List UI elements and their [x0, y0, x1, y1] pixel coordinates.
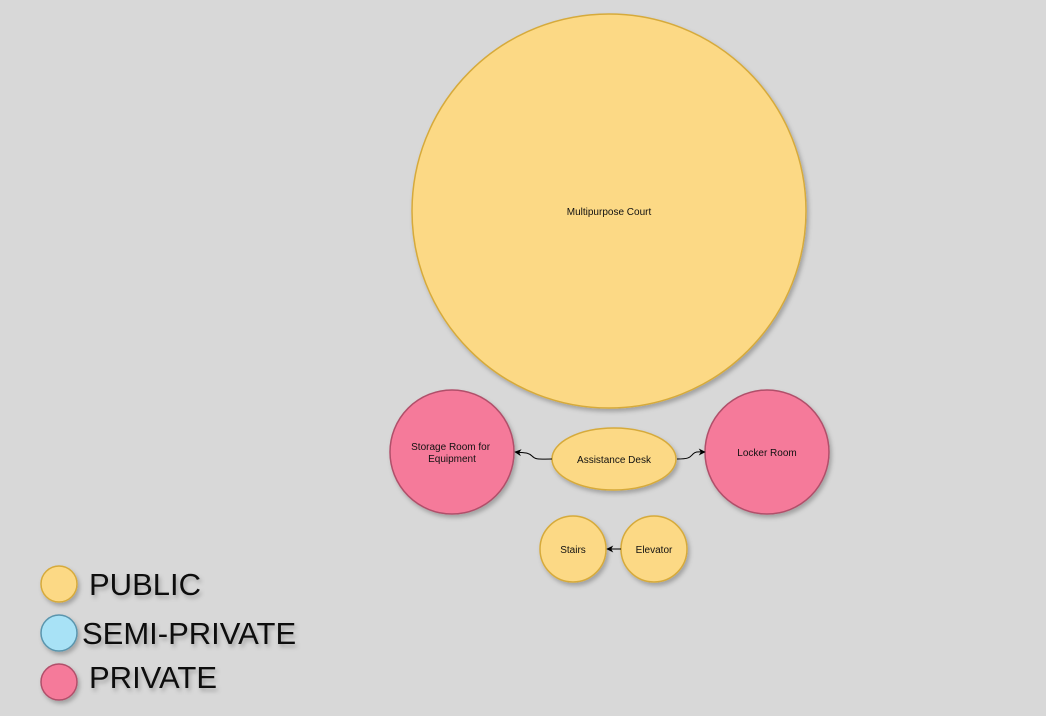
legend-item-semi-private: SEMI-PRIVATE — [40, 614, 296, 652]
locker-room-label: Locker Room — [737, 448, 796, 459]
node-multipurpose-court[interactable]: Multipurpose Court — [411, 13, 807, 409]
assistance-desk-label: Assistance Desk — [577, 455, 652, 466]
legend-label-public: PUBLIC — [89, 567, 201, 602]
node-locker-room[interactable]: Locker Room — [704, 389, 830, 515]
multipurpose-court-label: Multipurpose Court — [567, 207, 652, 218]
node-elevator[interactable]: Elevator — [620, 515, 688, 583]
node-stairs[interactable]: Stairs — [539, 515, 607, 583]
stairs-bubble — [539, 515, 607, 583]
multipurpose-court-bubble — [411, 13, 807, 409]
node-assistance-desk[interactable]: Assistance Desk — [551, 427, 677, 491]
node-storage-room[interactable]: Storage Room for Equipment — [389, 389, 515, 515]
elevator-label: Elevator — [636, 545, 673, 556]
stairs-label: Stairs — [560, 545, 586, 556]
edge-desk-to-locker — [676, 448, 706, 460]
legend-label-semi-private: SEMI-PRIVATE — [82, 616, 296, 651]
legend: PUBLIC SEMI-PRIVATE PRIVATE — [40, 565, 296, 701]
legend-item-private: PRIVATE — [40, 660, 217, 701]
legend-swatch-semi-private — [40, 614, 78, 652]
legend-swatch-private — [40, 663, 78, 701]
edge-desk-to-storage — [514, 449, 553, 460]
storage-room-label-line1: Storage Room for — [411, 442, 491, 453]
storage-room-label-line2: Equipment — [428, 454, 476, 465]
storage-room-bubble — [389, 389, 515, 515]
legend-item-public: PUBLIC — [40, 565, 201, 603]
legend-swatch-public — [40, 565, 78, 603]
storage-room-label: Storage Room for Equipment — [411, 442, 493, 465]
legend-label-private: PRIVATE — [89, 660, 217, 695]
